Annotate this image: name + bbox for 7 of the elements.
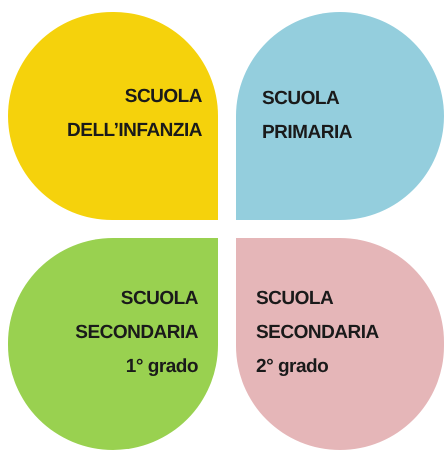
school-level-label: SCUOLA SECONDARIA 2° grado xyxy=(256,287,380,379)
petal-shape xyxy=(236,12,444,220)
petal-shape xyxy=(236,238,444,450)
school-level-label: SCUOLA SECONDARIA 1° grado xyxy=(74,287,198,379)
school-level-label: SCUOLA DELL’INFANZIA xyxy=(66,85,202,143)
school-level-label: SCUOLA PRIMARIA xyxy=(262,87,353,145)
petal-shape xyxy=(8,238,218,450)
